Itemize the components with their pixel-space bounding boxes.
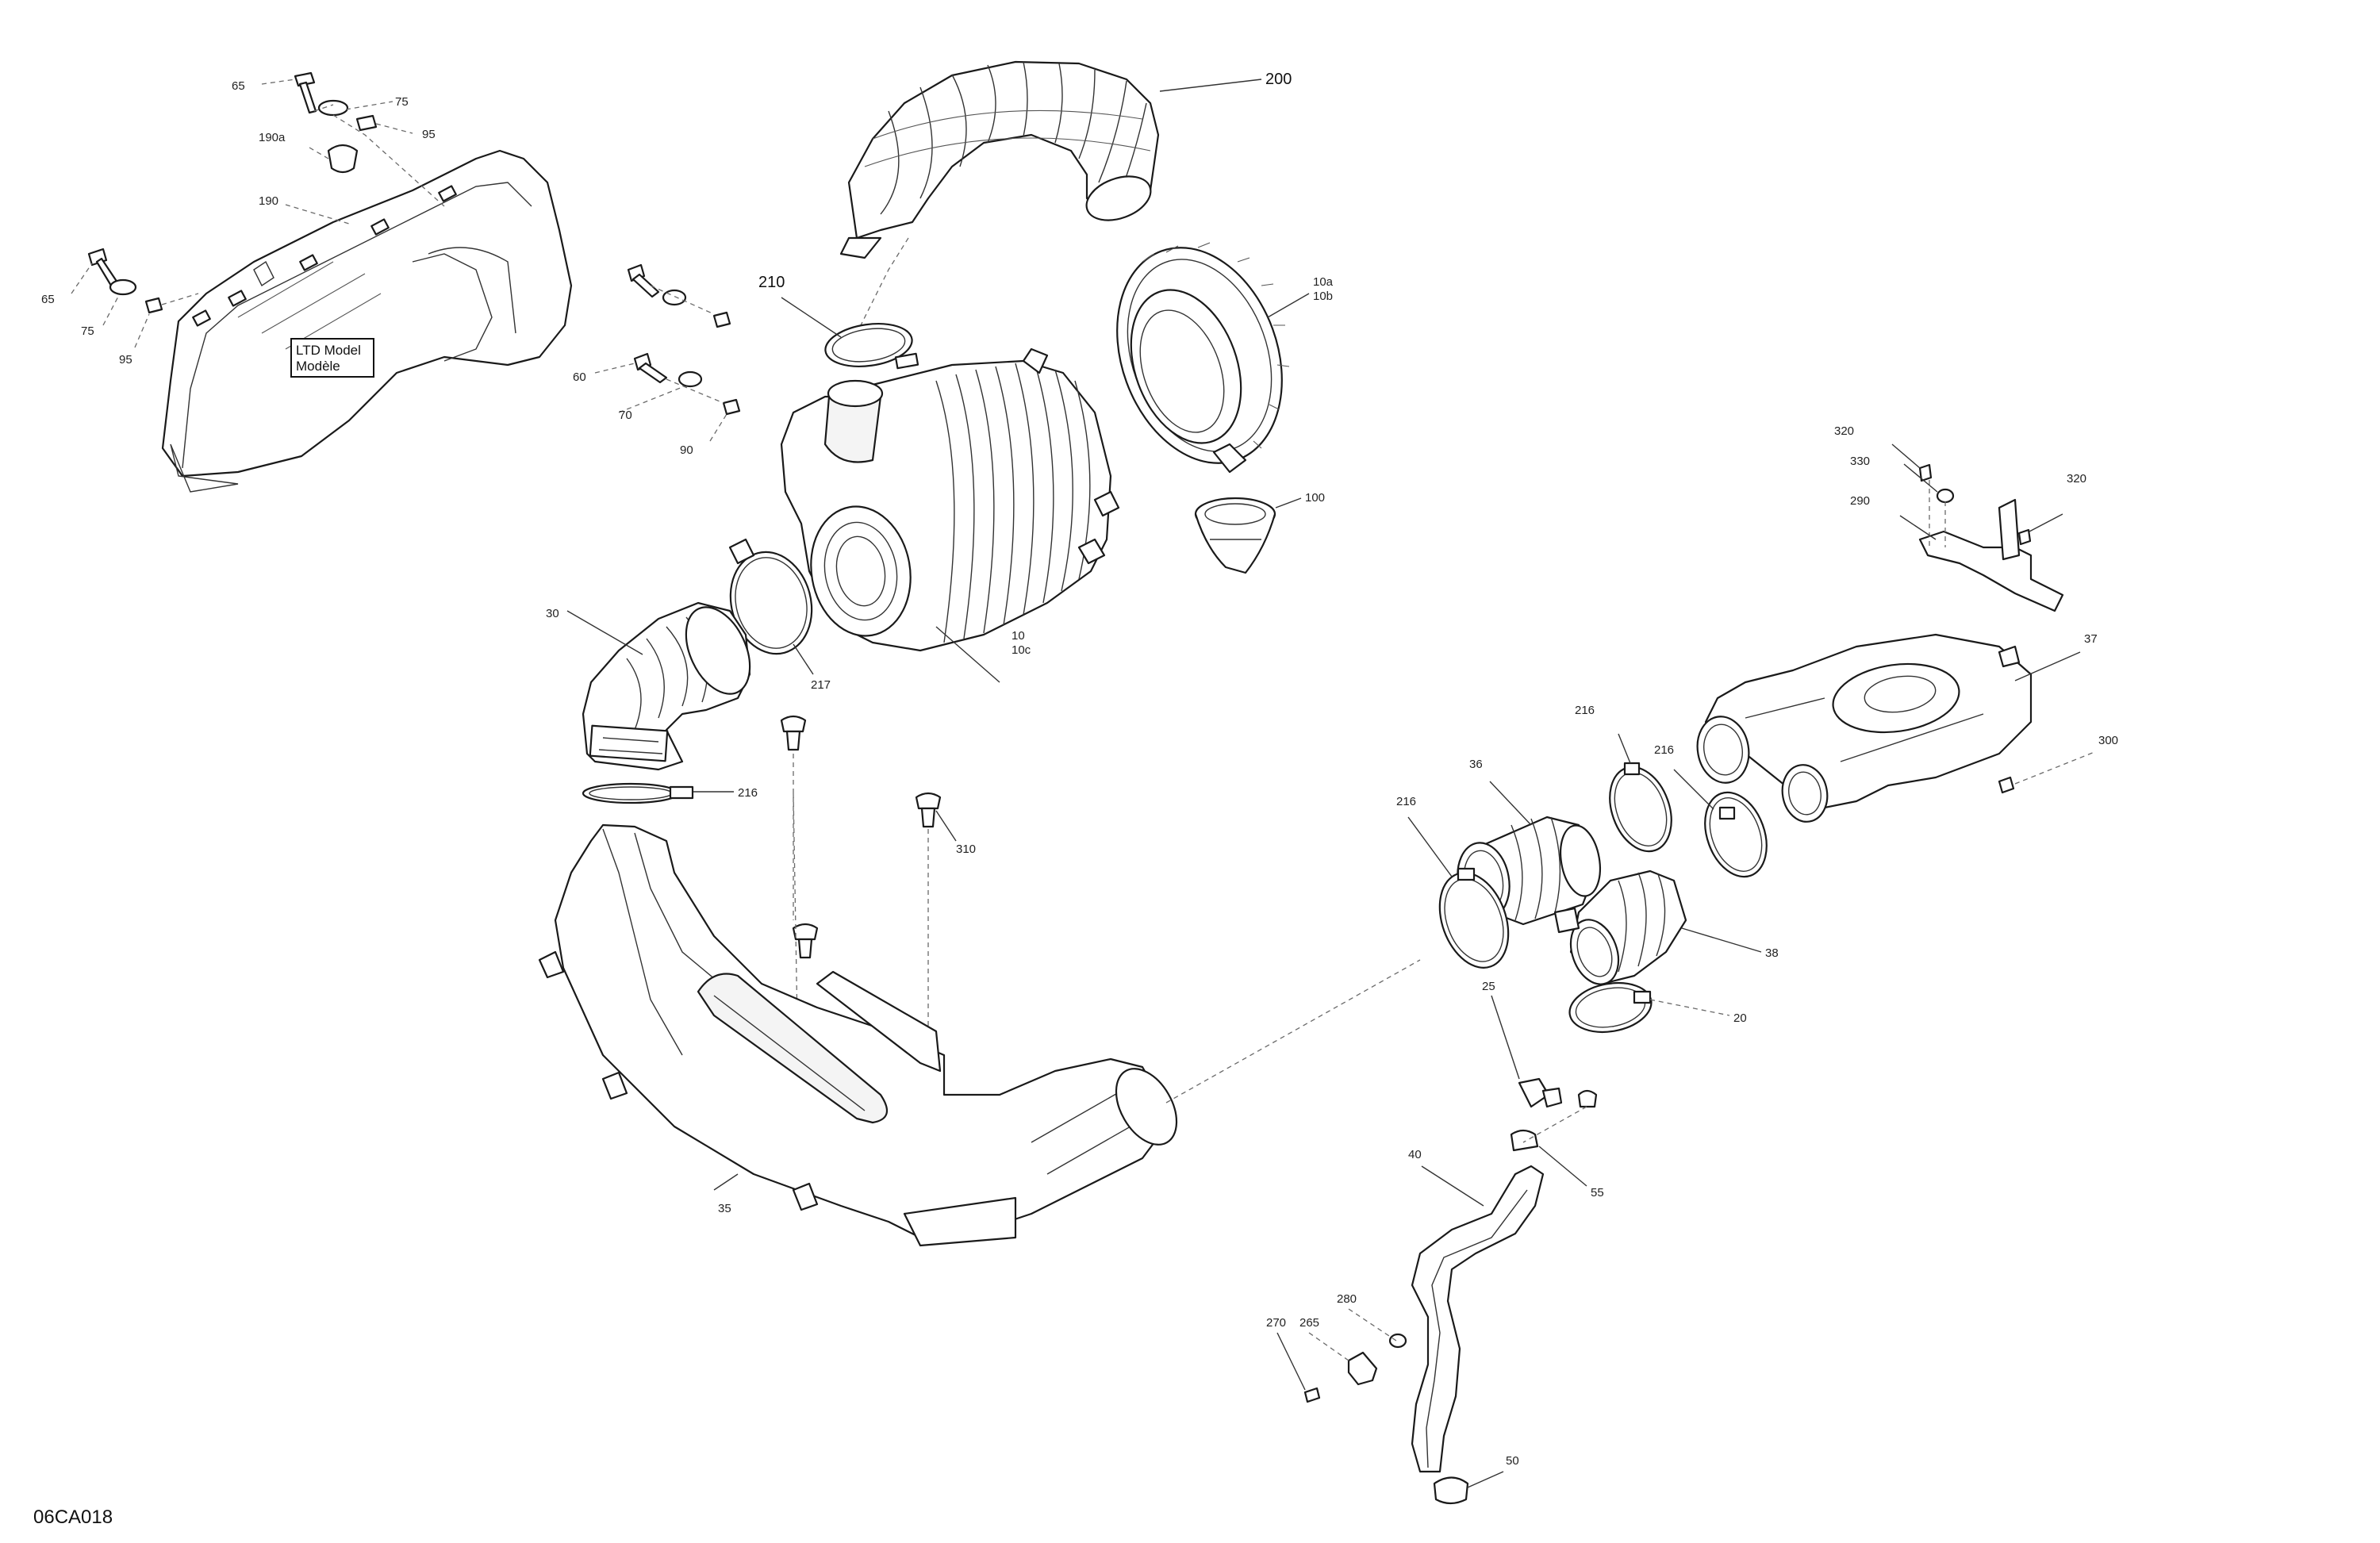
clamp-210-part [781, 297, 919, 370]
callout-320-right: 320 [2067, 472, 2086, 486]
callout-330: 330 [1850, 455, 1870, 468]
small-parts-265-270-280 [1276, 1308, 1407, 1403]
duct-38-part [1553, 869, 1762, 985]
note-box-line1: LTD Model [296, 343, 361, 358]
fastener-group-cover-top [261, 71, 445, 225]
callout-55: 55 [1591, 1186, 1604, 1199]
callout-216-upper: 216 [1575, 704, 1595, 717]
callout-70: 70 [619, 409, 632, 422]
intake-elbow-30-part [566, 601, 751, 771]
callout-10: 10 [1012, 629, 1025, 643]
clamp-216-left-part [582, 782, 734, 804]
callout-25: 25 [1482, 980, 1495, 993]
note-box-line2: Modèle [296, 359, 340, 374]
callout-38: 38 [1765, 946, 1779, 960]
callout-217: 217 [811, 678, 831, 692]
silencer-37-part [1696, 633, 2095, 823]
callout-35: 35 [718, 1202, 731, 1215]
callout-200: 200 [1265, 71, 1292, 88]
upper-air-duct-part [839, 60, 1262, 334]
callout-265: 265 [1299, 1316, 1319, 1330]
callout-320-top: 320 [1834, 424, 1854, 438]
callout-50: 50 [1506, 1454, 1519, 1468]
callout-100: 100 [1305, 491, 1325, 505]
callout-216-mid: 216 [1654, 743, 1674, 757]
callout-210: 210 [758, 274, 785, 291]
callout-216-lower: 216 [1396, 795, 1416, 808]
fastener-group-middle [594, 263, 741, 442]
callout-36: 36 [1469, 758, 1483, 771]
clamp-217-part [728, 538, 814, 675]
callout-30: 30 [546, 607, 559, 620]
callout-300: 300 [2098, 734, 2118, 747]
lower-air-tube-35-part [538, 823, 1421, 1247]
push-pins-310 [780, 715, 957, 1031]
callout-40: 40 [1408, 1148, 1422, 1161]
callout-280: 280 [1337, 1292, 1357, 1306]
ltd-model-note-box [290, 338, 374, 378]
fittings-25-55-part [1491, 995, 1598, 1187]
airbox-cover-part [161, 149, 573, 493]
callout-190: 190 [259, 194, 278, 208]
callout-75-left: 75 [81, 324, 94, 338]
callout-10a: 10a [1313, 275, 1334, 289]
hose-40-part [1411, 1165, 1545, 1505]
callout-290: 290 [1850, 494, 1870, 508]
callout-65-left: 65 [41, 293, 55, 306]
callout-216-left: 216 [738, 786, 758, 800]
callout-310: 310 [956, 843, 976, 856]
fastener-group-cover-left [71, 248, 199, 348]
callout-190a: 190a [259, 131, 286, 144]
air-filter-housing-part [780, 347, 1120, 683]
callout-95-left: 95 [119, 353, 132, 367]
callout-270: 270 [1266, 1316, 1286, 1330]
callout-90: 90 [680, 443, 693, 457]
callout-37: 37 [2084, 632, 2098, 646]
callout-60: 60 [573, 370, 586, 384]
bracket-290-part [1891, 443, 2064, 612]
callout-10b: 10b [1313, 290, 1333, 303]
callout-20: 20 [1733, 1011, 1747, 1025]
drawing-reference-code: 06CA018 [33, 1507, 113, 1528]
filter-cover-part [1116, 242, 1310, 474]
callout-95-top: 95 [422, 128, 436, 141]
callout-75-top: 75 [395, 95, 409, 109]
callout-10c: 10c [1012, 643, 1031, 657]
callout-65-top: 65 [232, 79, 245, 93]
valve-100-part [1194, 497, 1302, 574]
clamps-216-right-part [1407, 733, 1768, 1033]
